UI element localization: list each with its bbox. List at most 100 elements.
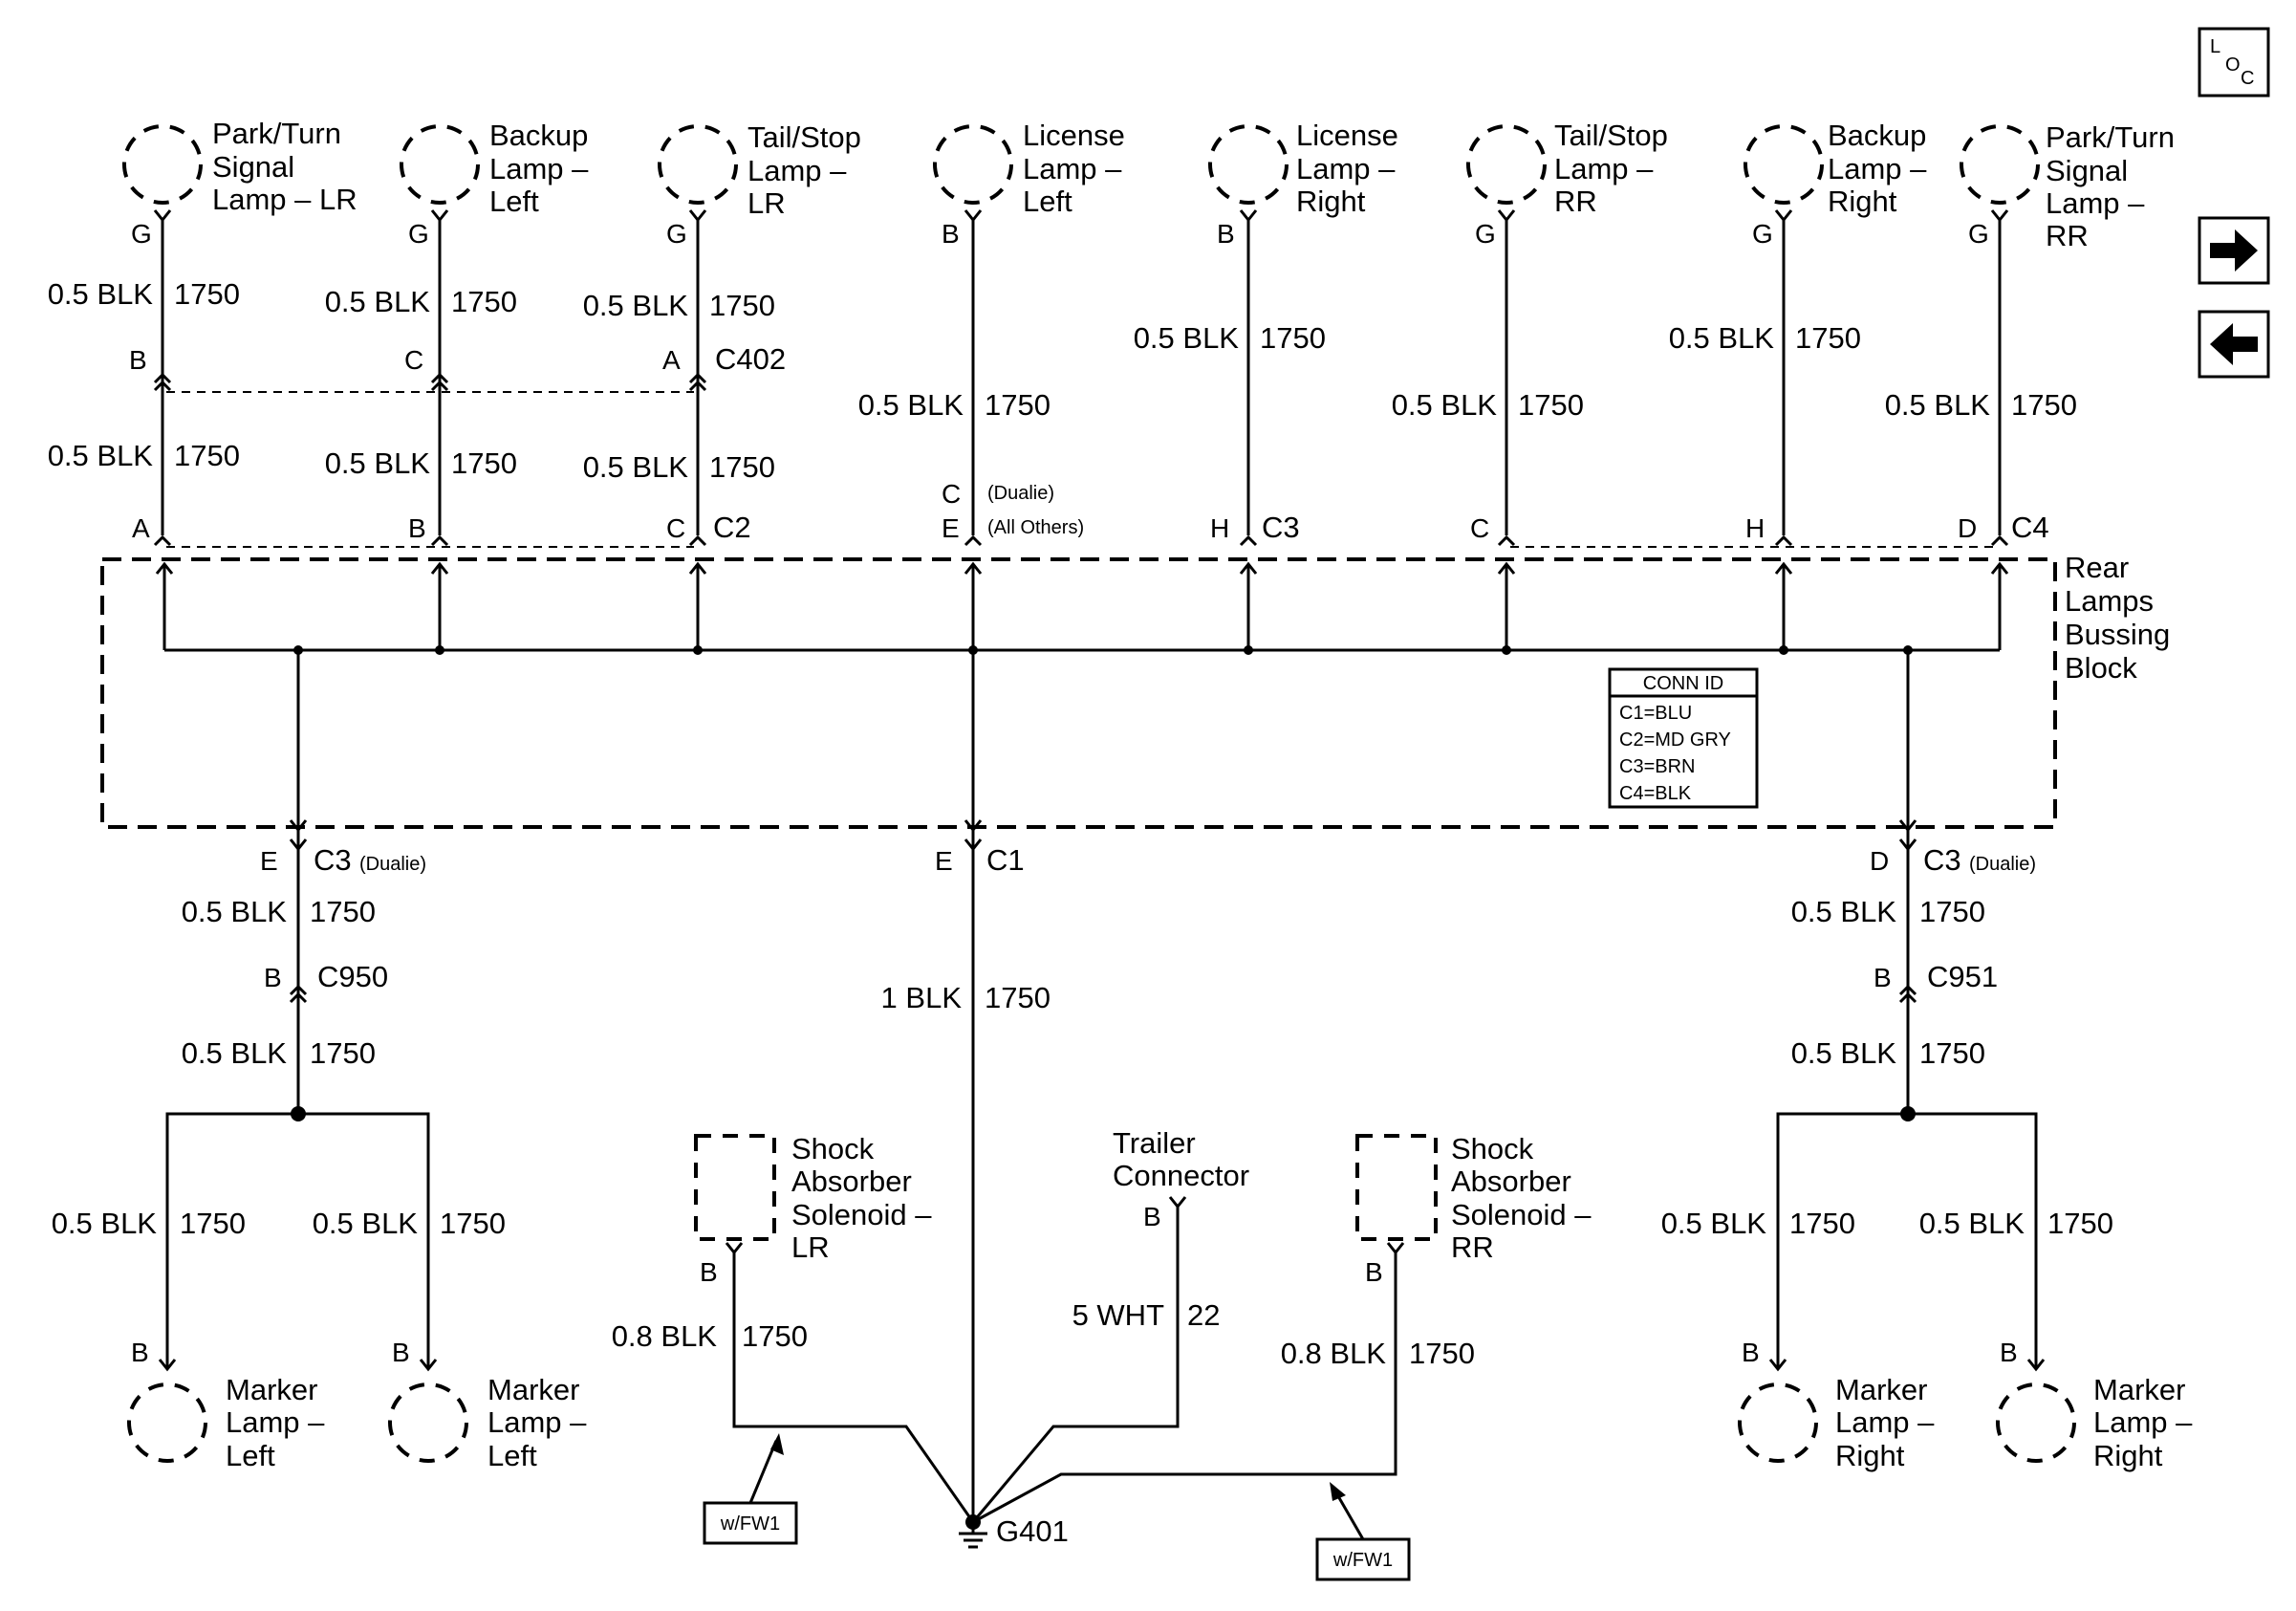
wire-size: 0.5 BLK bbox=[1669, 321, 1775, 355]
terminal-icon bbox=[419, 1359, 438, 1372]
circuit-number: 1750 bbox=[1795, 321, 1861, 355]
pin-label: E bbox=[260, 846, 278, 876]
lamp-circle bbox=[1960, 124, 2040, 205]
terminal-icon bbox=[430, 209, 449, 223]
lamp-label: Lamp – bbox=[1023, 152, 1122, 185]
pin-note: (Dualie) bbox=[987, 483, 1054, 504]
pin-label: B bbox=[1217, 219, 1235, 249]
wire-size: 0.5 BLK bbox=[1392, 388, 1498, 422]
arrow-up-icon bbox=[964, 561, 983, 575]
terminal-icon bbox=[1990, 209, 2009, 223]
lamp-label: RR bbox=[2046, 219, 2089, 252]
pin-label: E bbox=[935, 846, 953, 876]
pin-label: G bbox=[131, 219, 152, 249]
bottom-center-branch: E C1 1 BLK 1750 G401 Shock Absorber Sole… bbox=[612, 832, 1592, 1581]
lamp-label: Right bbox=[1835, 1439, 1905, 1472]
wire-size: 0.5 BLK bbox=[325, 285, 431, 318]
lamp-label: Backup bbox=[1828, 119, 1926, 152]
ground-label: G401 bbox=[996, 1514, 1069, 1548]
lamp-label: Signal bbox=[2046, 154, 2128, 187]
connector-name: C2 bbox=[713, 511, 751, 544]
lamp-label: Park/Turn bbox=[2046, 120, 2175, 154]
lamp-label: Marker bbox=[1835, 1373, 1927, 1406]
lamp-label: Lamp – bbox=[747, 154, 847, 187]
upper-wire-labels: 0.5 BLK 1750 0.5 BLK 1750 0.5 BLK 1750 0… bbox=[48, 277, 2077, 422]
lamp-label: Right bbox=[2093, 1439, 2163, 1472]
arrow-up-icon bbox=[430, 561, 449, 575]
arrow-up-icon bbox=[1239, 561, 1258, 575]
lamp-label: RR bbox=[1554, 185, 1597, 218]
option-tag-label: w/FW1 bbox=[720, 1513, 780, 1535]
lamp-circle bbox=[658, 124, 738, 205]
lamp-label: Left bbox=[226, 1439, 275, 1472]
pin-label: B bbox=[1874, 963, 1892, 992]
circuit-number: 1750 bbox=[174, 277, 240, 311]
lamp-label: Marker bbox=[2093, 1373, 2185, 1406]
conn-id-table: CONN ID C1=BLU C2=MD GRY C3=BRN C4=BLK bbox=[1608, 667, 1759, 809]
wire-size: 5 WHT bbox=[1072, 1298, 1165, 1332]
lamp-circle bbox=[1208, 124, 1289, 205]
pin-label: B bbox=[392, 1338, 410, 1367]
lamp-label: Tail/Stop bbox=[747, 120, 861, 154]
arrow-pointer-icon bbox=[1330, 1482, 1346, 1501]
pin-label: B bbox=[2000, 1338, 2018, 1367]
component-label: RR bbox=[1451, 1230, 1494, 1264]
block-label: Rear bbox=[2065, 551, 2129, 584]
wire-size: 0.5 BLK bbox=[583, 450, 689, 484]
block-label: Bussing bbox=[2065, 618, 2170, 651]
bottom-right-branch: D C3 (Dualie) 0.5 BLK 1750 B C951 0.5 BL… bbox=[1661, 832, 2193, 1472]
pin-label: C bbox=[1470, 513, 1489, 543]
lamp-label: LR bbox=[747, 186, 786, 220]
splice-dot bbox=[1779, 645, 1788, 655]
arrow-down-icon bbox=[1898, 819, 1917, 833]
terminal-icon bbox=[1497, 209, 1516, 223]
component-label: Solenoid – bbox=[1451, 1198, 1592, 1231]
wire bbox=[972, 1251, 1397, 1524]
connector-name: C3 bbox=[1262, 511, 1300, 544]
lamp-label: Right bbox=[1828, 185, 1897, 218]
pin-label: G bbox=[666, 219, 687, 249]
wire-size: 0.5 BLK bbox=[182, 895, 288, 928]
splice-dot bbox=[693, 645, 703, 655]
inline-connector-icon bbox=[1898, 984, 1917, 1004]
lamp-label: Signal bbox=[212, 150, 294, 184]
wire-size: 0.5 BLK bbox=[1885, 388, 1991, 422]
splice-dot bbox=[968, 645, 978, 655]
circuit-number: 22 bbox=[1187, 1298, 1220, 1332]
pin-label: C bbox=[404, 345, 423, 375]
arrow-down-icon bbox=[289, 819, 308, 833]
wire bbox=[732, 1251, 975, 1523]
lamp-label: Lamp – bbox=[1554, 152, 1654, 185]
terminal-icon bbox=[688, 534, 707, 547]
option-tag: w/FW1 bbox=[1315, 1482, 1411, 1581]
lamp-circle bbox=[122, 124, 203, 205]
bussing-block-connectors: A B C C2 C (Dualie) E (All Others) H C3 … bbox=[132, 479, 2049, 548]
terminal-icon bbox=[688, 209, 707, 223]
option-tag-label: w/FW1 bbox=[1332, 1550, 1393, 1571]
wire bbox=[971, 1205, 1180, 1523]
shock-lr-component bbox=[694, 1134, 776, 1241]
pin-label: B bbox=[1742, 1338, 1760, 1367]
pointer-line bbox=[748, 1440, 778, 1504]
wire-size: 0.5 BLK bbox=[52, 1207, 158, 1240]
terminal-icon bbox=[1497, 534, 1516, 547]
previous-page-button[interactable] bbox=[2198, 310, 2270, 379]
next-page-button[interactable] bbox=[2198, 216, 2270, 285]
wire-size: 0.5 BLK bbox=[325, 446, 431, 480]
splice-dot bbox=[1502, 645, 1511, 655]
arrow-left-icon bbox=[2210, 323, 2258, 365]
pin-label: B bbox=[129, 345, 147, 375]
circuit-number: 1750 bbox=[1919, 895, 1985, 928]
circuit-number: 1750 bbox=[1518, 388, 1584, 422]
arrow-up-icon bbox=[1990, 561, 2009, 575]
pin-label: G bbox=[1968, 219, 1989, 249]
loc-button-frame[interactable] bbox=[2198, 27, 2270, 98]
pin-label: G bbox=[408, 219, 429, 249]
lamp-label: Right bbox=[1296, 185, 1366, 218]
connector-name: C950 bbox=[317, 960, 388, 993]
lamp-circle bbox=[400, 124, 480, 205]
lamp-label: Left bbox=[1023, 185, 1072, 218]
loc-button[interactable]: L O C bbox=[2198, 27, 2270, 98]
wire-size: 0.5 BLK bbox=[1134, 321, 1240, 355]
component-label: Shock bbox=[791, 1132, 875, 1165]
